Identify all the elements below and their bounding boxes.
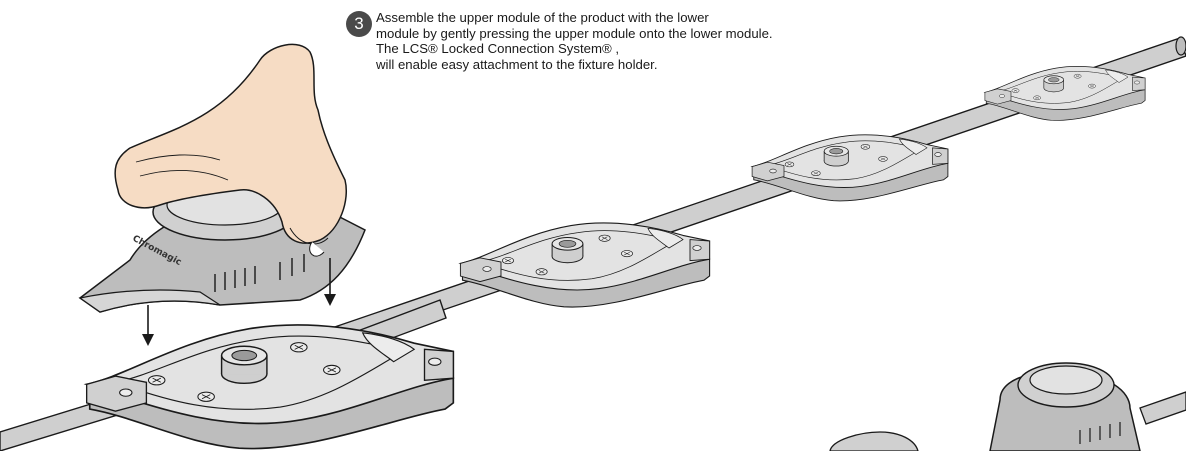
press-arrow-left <box>142 305 154 346</box>
instruction-text: Assemble the upper module of the product… <box>376 10 996 72</box>
instruction-line-3: The LCS® Locked Connection System® , <box>376 41 620 56</box>
partial-module-bottom <box>829 431 919 451</box>
lower-module-front <box>85 324 455 450</box>
instruction-line-2: module by gently pressing the upper modu… <box>376 25 773 41</box>
cable-right-lower <box>1139 391 1186 425</box>
press-arrow-right <box>324 258 336 306</box>
hand <box>114 43 347 257</box>
step-number-badge: 3 <box>346 11 372 37</box>
instruction-line-4: will enable easy attachment to the fixtu… <box>376 56 658 72</box>
assembled-product <box>989 362 1141 451</box>
grip-ridges <box>214 254 305 292</box>
lower-module-near <box>459 222 711 308</box>
instruction-line-1: Assemble the upper module of the product… <box>376 10 709 25</box>
